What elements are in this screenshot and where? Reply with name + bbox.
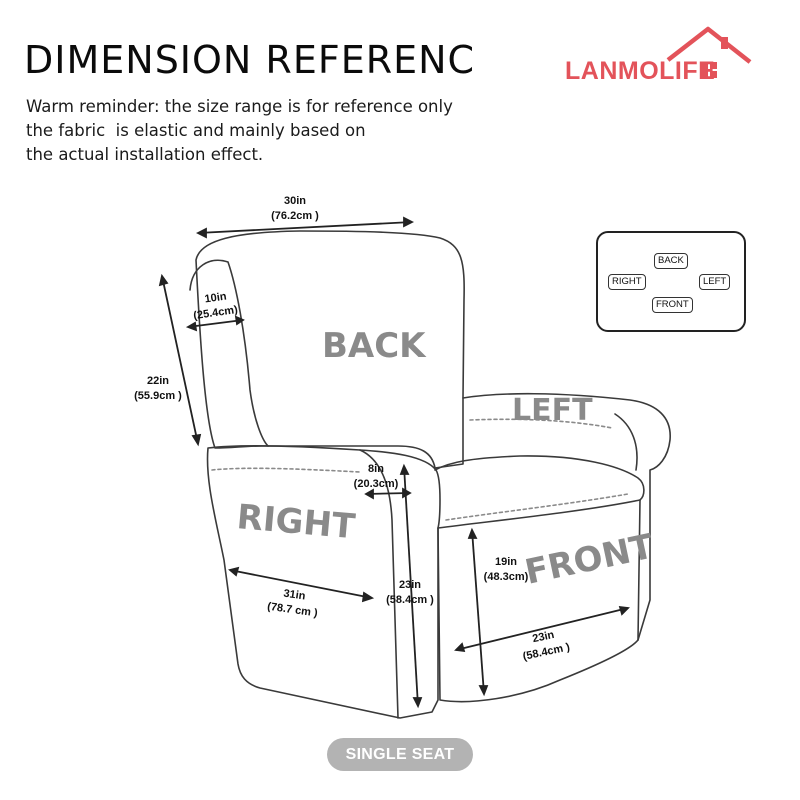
seat-height-arrow [467,527,489,697]
reminder-line-1: Warm reminder: the size range is for ref… [26,97,453,116]
seat-front-top [437,499,641,529]
seat-top [434,455,645,501]
arm-length-arrow [228,566,375,603]
arm-top-metric: (25.4cm) [193,304,239,322]
reminder-line-3: the actual installation effect. [26,145,264,164]
arm-height-arrow [399,463,423,709]
seat-width-arrow [454,605,630,653]
legend-back: BACK [654,253,688,269]
seat-width-imperial: 23in [531,629,555,645]
left-arm-roll [614,413,638,471]
right-arm-seam [211,467,361,473]
left-armrest-shape [462,392,671,641]
right-arm-front [359,449,399,719]
brand-logo: LANMOLIFE [560,24,760,88]
warm-reminder: Warm reminder: the size range is for ref… [26,95,453,167]
arm-width-metric: (20.3cm) [354,478,399,490]
arm-length-metric: (78.7 cm ) [266,601,318,620]
arm-top-arrow [185,315,245,332]
legend-left: LEFT [699,274,731,290]
arm-length-imperial: 31in [283,588,307,603]
right-armrest-shape [206,445,441,719]
arm-height-imperial: 23in [399,579,421,591]
recliner-outline [189,230,671,719]
page-title: DIMENSION REFERENC [24,38,476,82]
width-top-imperial: 30in [284,195,306,207]
back-height-metric: (55.9cm ) [134,390,182,402]
section-label-front: FRONT [522,526,658,592]
back-height-arrow [158,273,202,447]
width-top-arrow [195,216,415,239]
back-height-imperial: 22in [147,375,169,387]
house-roof-icon [666,26,752,78]
measurement-arrows [158,216,630,709]
legend-right: RIGHT [608,274,646,290]
section-label-back: BACK [322,326,427,366]
seat-height-imperial: 19in [495,556,517,568]
arm-top-imperial: 10in [204,291,228,306]
seat-seam [445,493,629,521]
measurement-labels: 30in (76.2cm ) 22in (55.9cm ) 10in (25.4… [134,195,571,663]
legend-front: FRONT [652,297,693,313]
back-wing [189,259,269,447]
brand-name: LANMOLIFE [565,57,716,85]
arm-height-metric: (58.4cm ) [386,594,434,606]
single-seat-badge: SINGLE SEAT [327,738,473,771]
arm-width-imperial: 8in [368,463,384,475]
section-label-left: LEFT [512,393,593,428]
seat-height-metric: (48.3cm) [484,571,529,583]
reminder-line-2: the fabric is elastic and mainly based o… [26,121,366,140]
orientation-legend: BACK RIGHT LEFT FRONT [596,231,746,332]
front-panel-shape [437,499,641,703]
seat-width-metric: (58.4cm ) [522,641,571,663]
left-arm-seam [469,418,613,429]
width-top-metric: (76.2cm ) [271,210,319,222]
section-label-right: RIGHT [235,497,357,547]
